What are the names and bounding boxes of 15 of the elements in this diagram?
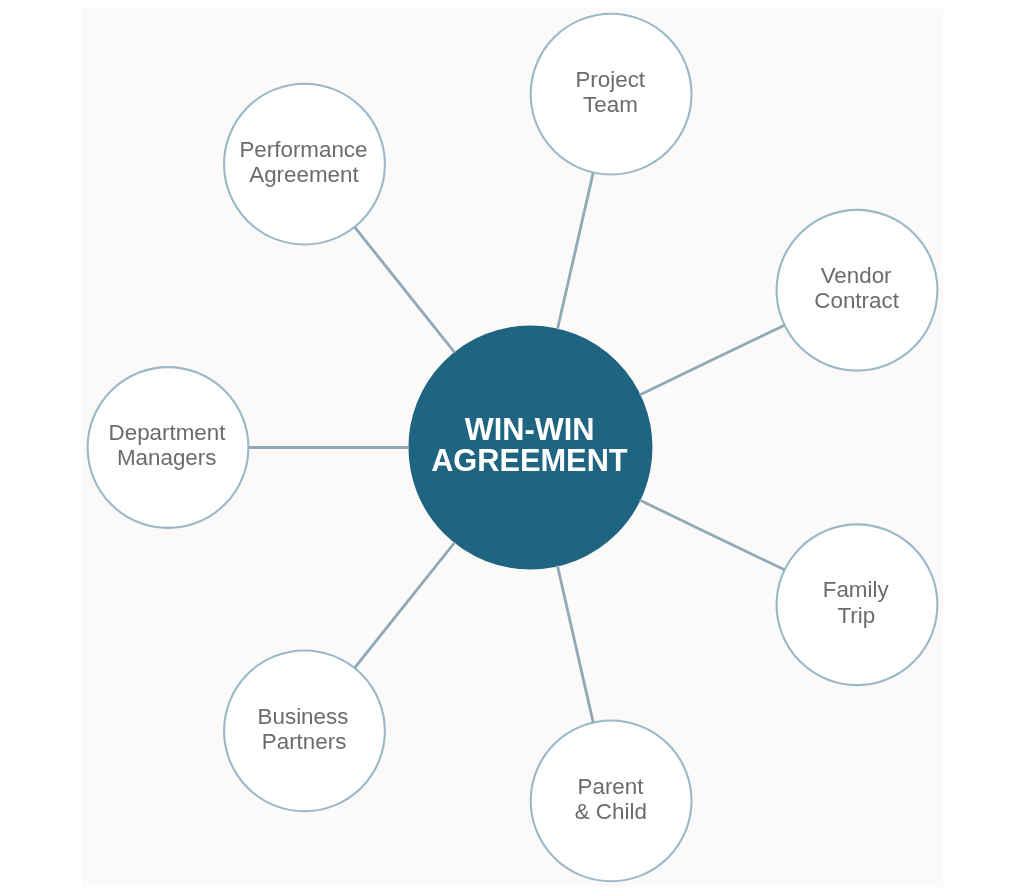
connector [555, 172, 595, 330]
node-circle: WIN-WIN AGREEMENT [407, 325, 652, 570]
connector [353, 226, 456, 354]
node-circle: Family Trip [775, 523, 938, 687]
node-circle: Business Partners [222, 649, 386, 813]
connector [248, 446, 409, 449]
connector [638, 498, 785, 572]
node-circle: Vendor Contract [775, 208, 938, 372]
connector [353, 541, 456, 669]
node-circle: Performance Agreement [222, 82, 386, 246]
node-circle: Department Managers [86, 366, 249, 529]
node-circle: Project Team [529, 12, 693, 176]
node-circle: Parent & Child [529, 719, 693, 883]
connector [555, 565, 595, 723]
connector [638, 323, 785, 397]
